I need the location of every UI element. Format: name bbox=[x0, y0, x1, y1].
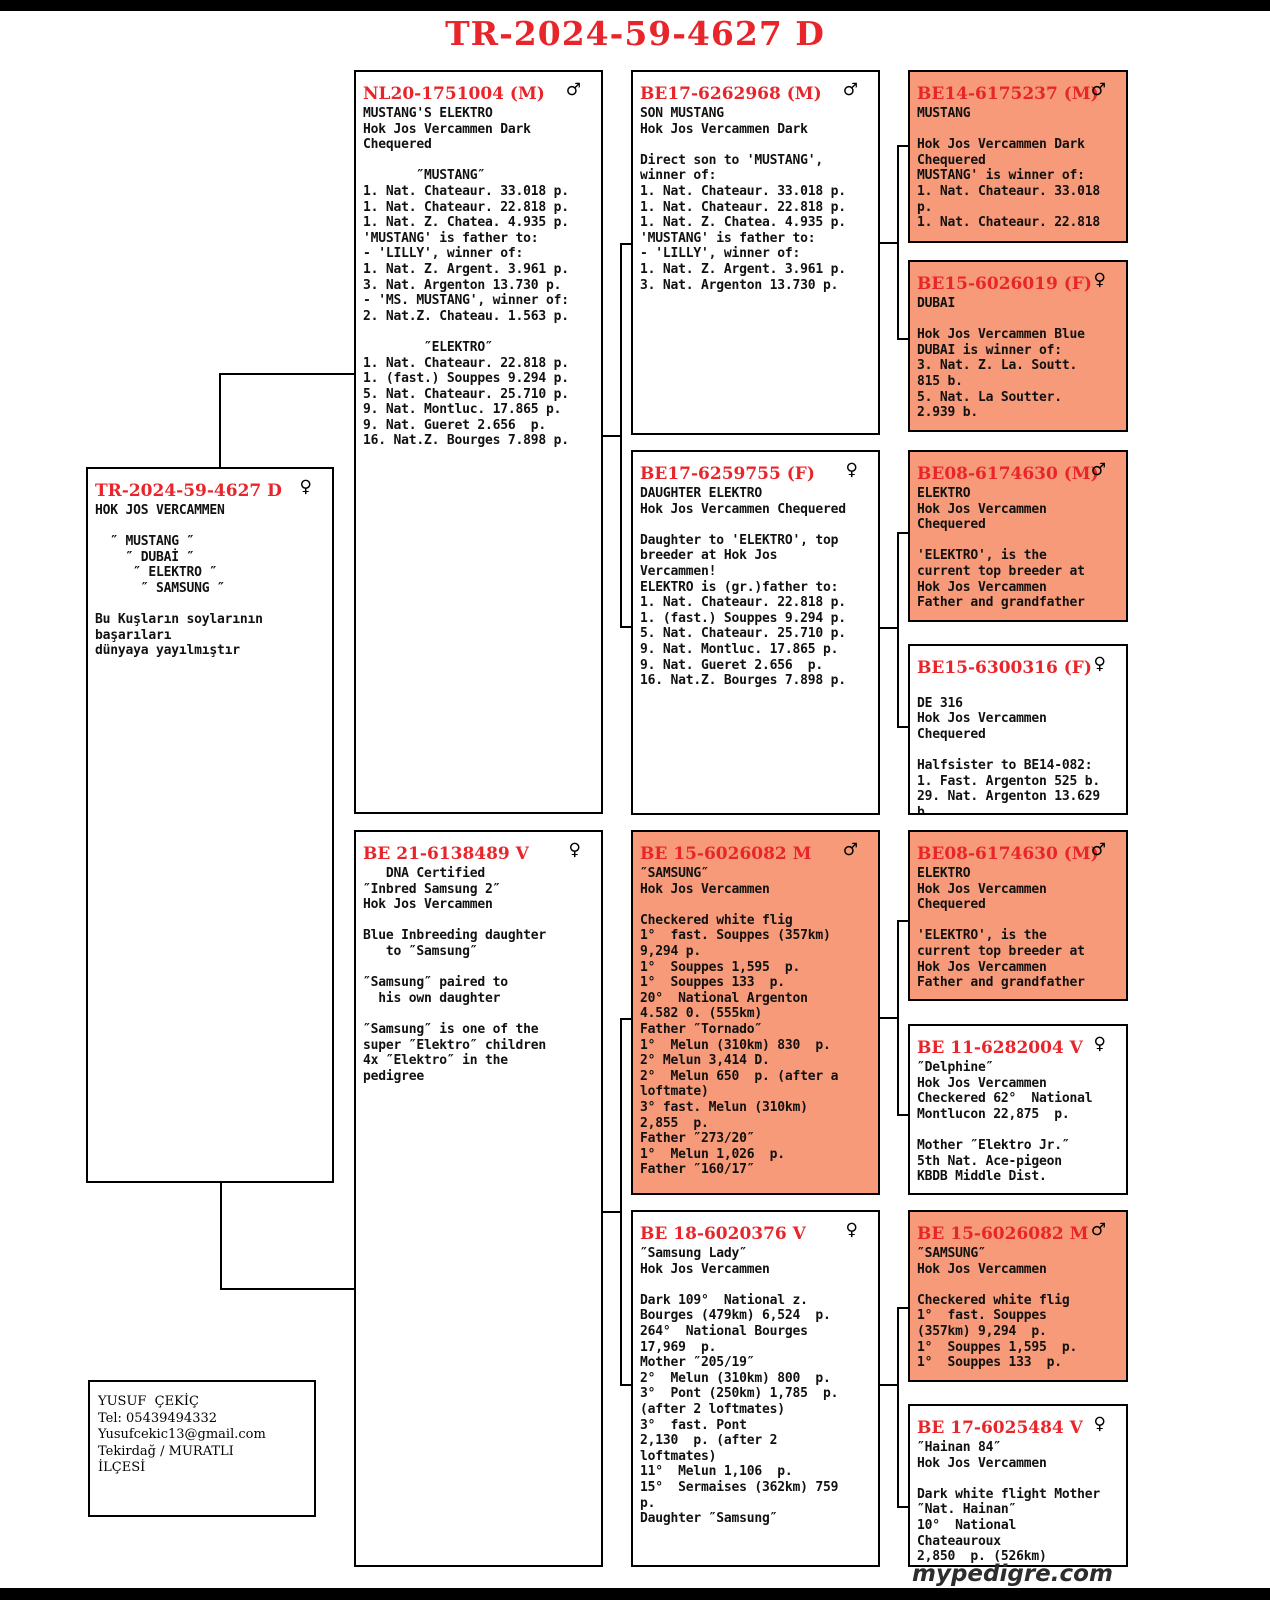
connector bbox=[897, 145, 909, 147]
sss-card[interactable]: BE14-6175237 (M) ♂ MUSTANG Hok Jos Verca… bbox=[908, 70, 1128, 243]
watermark: mypedigre.com bbox=[912, 1561, 1113, 1587]
page-title: TR-2024-59-4627 D bbox=[445, 14, 825, 53]
contact-box: YUSUF ÇEKİÇ Tel: 05439494332 Yusufcekic1… bbox=[88, 1380, 316, 1517]
female-icon: ♀ bbox=[568, 840, 581, 860]
connector bbox=[897, 1307, 909, 1309]
ssd-card[interactable]: BE15-6026019 (F) ♀ DUBAI Hok Jos Vercamm… bbox=[908, 260, 1128, 432]
female-icon: ♀ bbox=[1093, 1414, 1106, 1434]
male-icon: ♂ bbox=[1090, 840, 1106, 860]
male-icon: ♂ bbox=[1090, 80, 1106, 100]
dss-card[interactable]: BE08-6174630 (M) ♂ ELEKTRO Hok Jos Verca… bbox=[908, 830, 1128, 1001]
male-icon: ♂ bbox=[1090, 460, 1106, 480]
female-icon: ♀ bbox=[299, 477, 312, 497]
connector bbox=[897, 532, 909, 534]
connector bbox=[620, 1384, 632, 1386]
top-border bbox=[0, 0, 1270, 11]
connector bbox=[220, 1288, 356, 1290]
sdd-card[interactable]: BE15-6300316 (F) ♀ DE 316 Hok Jos Vercam… bbox=[908, 644, 1128, 815]
dam-dam-card[interactable]: BE 18-6020376 V ♀ ″Samsung Lady″ Hok Jos… bbox=[631, 1210, 880, 1567]
male-icon: ♂ bbox=[842, 80, 858, 100]
card-text: ″SAMSUNG″ Hok Jos Vercammen Checkered wh… bbox=[917, 1246, 1078, 1371]
connector bbox=[878, 1017, 898, 1019]
male-icon: ♂ bbox=[1090, 1220, 1106, 1240]
ring-number: BE08-6174630 (M) bbox=[917, 844, 1099, 864]
sire-card[interactable]: NL20-1751004 (M) ♂ MUSTANG'S ELEKTRO Hok… bbox=[354, 70, 603, 814]
ring-number: BE 18-6020376 V bbox=[640, 1224, 806, 1244]
card-text: ″Hainan 84″ Hok Jos Vercammen Dark white… bbox=[917, 1440, 1101, 1565]
card-text: MUSTANG Hok Jos Vercammen Dark Chequered… bbox=[917, 106, 1101, 231]
male-icon: ♂ bbox=[565, 80, 581, 100]
connector bbox=[897, 1506, 909, 1508]
ring-number: TR-2024-59-4627 D bbox=[95, 481, 282, 501]
connector bbox=[620, 243, 622, 628]
ring-number: BE14-6175237 (M) bbox=[917, 84, 1099, 104]
sire-dam-card[interactable]: BE17-6259755 (F) ♀ DAUGHTER ELEKTRO Hok … bbox=[631, 450, 880, 815]
bottom-border bbox=[0, 1588, 1270, 1600]
connector bbox=[897, 338, 909, 340]
dam-card[interactable]: BE 21-6138489 V ♀ DNA Certified ″Inbred … bbox=[354, 830, 603, 1567]
card-text: DNA Certified ″Inbred Samsung 2″ Hok Jos… bbox=[363, 866, 547, 1084]
connector bbox=[620, 1018, 632, 1020]
sire-sire-card[interactable]: BE17-6262968 (M) ♂ SON MUSTANG Hok Jos V… bbox=[631, 70, 880, 435]
ring-number: BE 21-6138489 V bbox=[363, 844, 529, 864]
card-text: HOK JOS VERCAMMEN ″ MUSTANG ″ ″ DUBAİ ″ … bbox=[95, 503, 263, 659]
card-text: ″Delphine″ Hok Jos Vercammen Checkered 6… bbox=[917, 1060, 1093, 1185]
connector bbox=[878, 1384, 898, 1386]
card-text: ″Samsung Lady″ Hok Jos Vercammen Dark 10… bbox=[640, 1246, 839, 1527]
female-icon: ♀ bbox=[1093, 1034, 1106, 1054]
dds-card[interactable]: BE 15-6026082 M ♂ ″SAMSUNG″ Hok Jos Verc… bbox=[908, 1210, 1128, 1382]
dsd-card[interactable]: BE 11-6282004 V ♀ ″Delphine″ Hok Jos Ver… bbox=[908, 1024, 1128, 1195]
ring-number: BE15-6026019 (F) bbox=[917, 274, 1092, 294]
ring-number: BE08-6174630 (M) bbox=[917, 464, 1099, 484]
card-text: ″SAMSUNG″ Hok Jos Vercammen Checkered wh… bbox=[640, 866, 839, 1178]
connector bbox=[220, 1180, 222, 1290]
card-text: DAUGHTER ELEKTRO Hok Jos Vercammen Chequ… bbox=[640, 486, 846, 689]
connector bbox=[219, 373, 221, 469]
card-text: ELEKTRO Hok Jos Vercammen Chequered 'ELE… bbox=[917, 486, 1085, 611]
connector bbox=[620, 243, 632, 245]
male-icon: ♂ bbox=[842, 840, 858, 860]
connector bbox=[897, 1307, 899, 1508]
card-text: DE 316 Hok Jos Vercammen Chequered Halfs… bbox=[917, 695, 1101, 815]
connector bbox=[620, 1018, 622, 1386]
connector bbox=[897, 145, 899, 340]
ring-number: BE17-6262968 (M) bbox=[640, 84, 822, 104]
connector bbox=[219, 373, 356, 375]
connector bbox=[620, 626, 632, 628]
connector bbox=[878, 627, 898, 629]
subject-card[interactable]: TR-2024-59-4627 D ♀ HOK JOS VERCAMMEN ″ … bbox=[86, 467, 334, 1183]
connector bbox=[897, 1114, 909, 1116]
connector bbox=[878, 242, 898, 244]
ddd-card[interactable]: BE 17-6025484 V ♀ ″Hainan 84″ Hok Jos Ve… bbox=[908, 1404, 1128, 1567]
card-text: ELEKTRO Hok Jos Vercammen Chequered 'ELE… bbox=[917, 866, 1085, 991]
connector bbox=[897, 726, 909, 728]
ring-number: BE 17-6025484 V bbox=[917, 1418, 1083, 1438]
connector bbox=[897, 920, 909, 922]
connector bbox=[897, 920, 899, 1116]
female-icon: ♀ bbox=[1093, 270, 1106, 290]
sds-card[interactable]: BE08-6174630 (M) ♂ ELEKTRO Hok Jos Verca… bbox=[908, 450, 1128, 622]
card-text: DUBAI Hok Jos Vercammen Blue DUBAI is wi… bbox=[917, 296, 1085, 421]
female-icon: ♀ bbox=[845, 460, 858, 480]
ring-number: BE15-6300316 (F) bbox=[917, 658, 1092, 678]
connector bbox=[601, 435, 621, 437]
connector bbox=[601, 1211, 621, 1213]
dam-sire-card[interactable]: BE 15-6026082 M ♂ ″SAMSUNG″ Hok Jos Verc… bbox=[631, 830, 880, 1195]
ring-number: BE 11-6282004 V bbox=[917, 1038, 1083, 1058]
ring-number: BE17-6259755 (F) bbox=[640, 464, 815, 484]
connector bbox=[897, 532, 899, 728]
female-icon: ♀ bbox=[845, 1220, 858, 1240]
card-text: SON MUSTANG Hok Jos Vercammen Dark Direc… bbox=[640, 106, 846, 293]
ring-number: BE 15-6026082 M bbox=[640, 844, 812, 864]
ring-number: NL20-1751004 (M) bbox=[363, 84, 545, 104]
female-icon: ♀ bbox=[1093, 654, 1106, 674]
card-text: MUSTANG'S ELEKTRO Hok Jos Vercammen Dark… bbox=[363, 106, 569, 449]
ring-number: BE 15-6026082 M bbox=[917, 1224, 1089, 1244]
